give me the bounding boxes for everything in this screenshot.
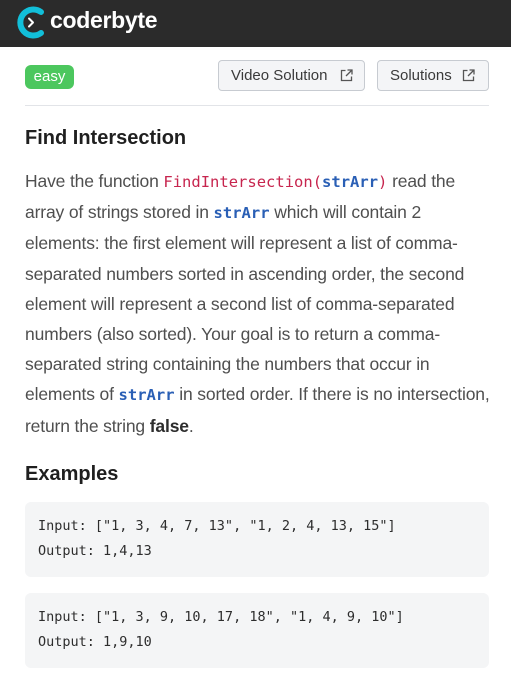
difficulty-badge: easy [25,65,74,89]
example-input: Input: ["1, 3, 9, 10, 17, 18", "1, 4, 9,… [38,609,404,625]
false-keyword: false [149,415,189,436]
example-output: Output: 1,9,10 [38,634,152,650]
divider [25,105,489,106]
function-name-code: FindIntersection [163,173,313,191]
paren-close: ) [378,173,388,191]
example-input: Input: ["1, 3, 4, 7, 13", "1, 2, 4, 13, … [38,518,396,534]
coderbyte-logo-icon[interactable] [15,6,48,39]
arg-code: strArr [118,386,175,405]
external-link-icon [462,69,475,82]
example-block: Input: ["1, 3, 4, 7, 13", "1, 2, 4, 13, … [25,502,489,577]
challenge-title: Find Intersection [25,127,187,149]
logo-text[interactable]: coderbyte [50,7,158,33]
top-navbar: coderbyte [0,0,511,47]
solutions-label: Solutions [390,67,452,84]
paren-open: ( [312,173,323,191]
description-text: in sorted order. If there is no intersec… [25,384,490,436]
challenge-description: Have the function FindIntersection(strAr… [25,166,497,441]
description-text: Have the function [25,171,164,191]
description-text: . [188,415,194,436]
description-text: read the array of strings stored in [25,171,456,223]
external-link-icon [340,69,353,82]
video-solution-button[interactable]: Video Solution [218,60,365,91]
solutions-button[interactable]: Solutions [377,60,489,91]
video-solution-label: Video Solution [231,67,328,84]
examples-heading: Examples [25,463,119,485]
example-output: Output: 1,4,13 [38,543,152,559]
arg-code: strArr [213,204,270,223]
example-block: Input: ["1, 3, 9, 10, 17, 18", "1, 4, 9,… [25,593,489,668]
arg-code: strArr [322,173,379,191]
description-text: which will contain 2 elements: the first… [25,202,465,405]
